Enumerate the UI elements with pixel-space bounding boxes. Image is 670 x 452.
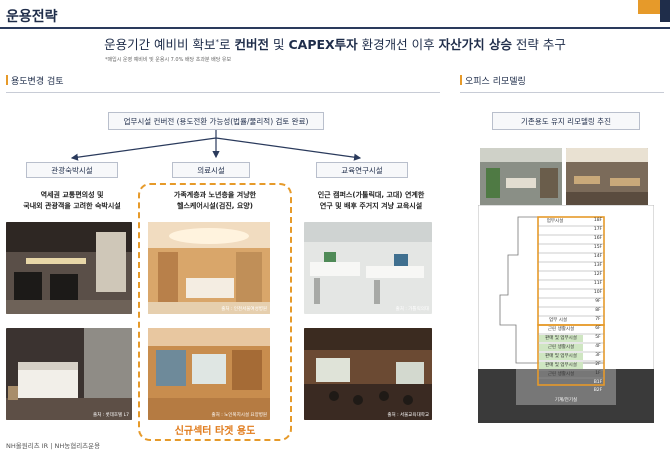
headline-part: 로	[219, 37, 235, 52]
photo-hotel-lobby	[6, 222, 132, 314]
floor-label: 판매 및 업무시설	[545, 354, 577, 359]
corner-navy-block	[660, 0, 670, 22]
floor-label: 기계/전기실	[554, 398, 578, 403]
photo-credit: 출처 : 롯데호텔 L7	[92, 413, 129, 418]
category-box-education: 교육연구시설	[316, 162, 408, 178]
floor-label: 7F	[595, 317, 601, 322]
section-label-conversion: 용도변경 검토	[6, 74, 64, 87]
footer-source: NH올원리츠 IR | NH농협리츠운용	[6, 442, 101, 450]
photo-office-cafe	[566, 148, 648, 206]
target-sector-frame	[138, 183, 292, 441]
floor-label: 11F	[593, 281, 603, 286]
floor-label: 3F	[595, 353, 601, 358]
category-box-medical: 의료시설	[172, 162, 250, 178]
headline-sup: *	[215, 37, 220, 46]
floor-label: 9F	[595, 299, 601, 304]
floor-label: 17F	[593, 227, 603, 232]
page-title: 운용전략	[6, 9, 58, 25]
target-sector-label: 신규섹터 타겟 용도	[174, 426, 256, 437]
headline-emphasis: 컨버전	[234, 37, 270, 52]
floor-label: 16F	[593, 236, 603, 241]
corner-orange-block	[638, 0, 660, 14]
floor-label: 6F	[595, 326, 601, 331]
floor-label: 14F	[593, 254, 603, 259]
floor-label: 15F	[593, 245, 603, 250]
section-rule-right	[460, 92, 664, 93]
headline-emphasis: CAPEX투자	[288, 37, 358, 52]
floor-label: 2F	[595, 362, 601, 367]
floor-label: 업무시설	[546, 219, 564, 224]
photo-credit: 출처 : 서울교육대학교	[387, 413, 429, 418]
strategy-headline: 운용기간 예비비 확보*로 컨버전 및 CAPEX투자 환경개선 이후 자산가치…	[0, 34, 670, 53]
floor-label: 18F	[593, 218, 603, 223]
headline-emphasis: 자산가치 상승	[438, 37, 512, 52]
corner-decoration	[632, 0, 670, 22]
floor-label: 근린 생활시설	[547, 327, 575, 332]
floor-label: 1F	[595, 371, 601, 376]
building-floor-diagram	[478, 205, 654, 423]
headline-part: 및	[269, 37, 289, 52]
caption-medical: 가족계층과 노년층을 겨냥한 헬스케어시설(검진, 요양)	[173, 191, 257, 210]
floor-label: 판매 및 업무시설	[545, 336, 577, 341]
conversion-review-box: 업무시설 컨버전 (용도전환 가능성(법률/물리적) 검토 완료)	[108, 112, 324, 130]
photo-hospital-lobby: 출처 : 인천서울여성병원	[148, 222, 270, 314]
photo-lab: 출처 : 가톨릭의대	[304, 222, 432, 314]
category-box-lodging: 관광숙박시설	[26, 162, 118, 178]
floor-label: 5F	[595, 335, 601, 340]
floor-label: 업무 시설	[549, 318, 567, 323]
header-rule	[0, 27, 670, 29]
floor-label: 13F	[593, 263, 603, 268]
floor-label: 12F	[593, 272, 603, 277]
section-rule-left	[6, 92, 440, 93]
caption-lodging: 역세권 교통편의성 및 국내외 관광객을 고려한 숙박시설	[23, 191, 121, 210]
caption-education: 인근 캠퍼스(가톨릭대, 고대) 연계한 연구 및 배후 주거지 겨냥 교육시설	[317, 191, 425, 210]
headline-part: 운용기간 예비비 확보	[104, 37, 216, 52]
photo-office-lounge	[480, 148, 562, 206]
floor-label: 판매 및 업무시설	[545, 363, 577, 368]
photo-hotel-room: 출처 : 롯데호텔 L7	[6, 328, 132, 420]
photo-credit: 출처 : 노인복지시설 요양병원	[211, 413, 268, 418]
photo-credit: 출처 : 가톨릭의대	[395, 307, 429, 312]
headline-footnote: *매입시 운영 예비비 및 운용시 7.0% 배당 초과분 배당 유보	[105, 57, 232, 63]
floor-label: 근린 생활시설	[547, 372, 575, 377]
remodel-box: 기존용도 유지 리모델링 추진	[492, 112, 640, 130]
floor-label: 10F	[593, 290, 603, 295]
floor-label: B2F	[593, 388, 603, 393]
floor-label: 8F	[595, 308, 601, 313]
headline-part: 전략 추구	[511, 37, 566, 52]
floor-label: 4F	[595, 344, 601, 349]
section-label-remodel: 오피스 리모델링	[460, 74, 526, 87]
photo-lecture-hall: 출처 : 서울교육대학교	[304, 328, 432, 420]
headline-part: 환경개선 이후	[357, 37, 439, 52]
photo-care-facility: 출처 : 노인복지시설 요양병원	[148, 328, 270, 420]
floor-label: 근린 생활시설	[547, 345, 575, 350]
photo-credit: 출처 : 인천서울여성병원	[221, 307, 267, 312]
floor-label: B1F	[593, 380, 603, 385]
